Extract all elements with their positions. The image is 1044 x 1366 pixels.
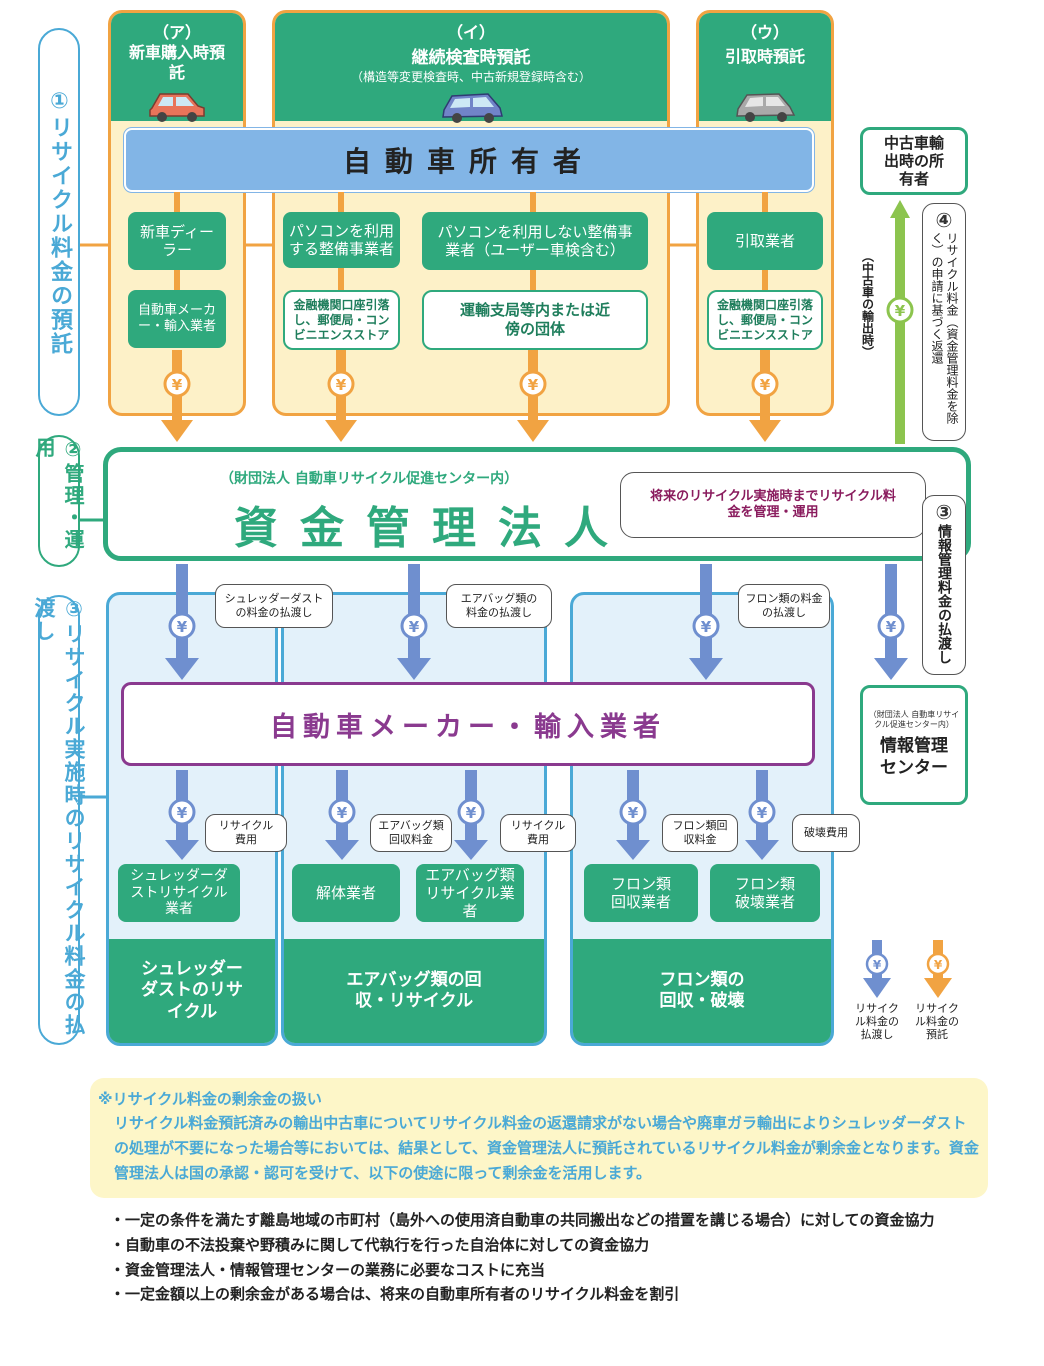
info-fee-text: 情報管理料金の払渡し [936,524,952,664]
bank-conveni-box-i: 金融機関口座引落し、郵便局・コンビニエンスストア [283,290,400,350]
column-i-header: （イ） 継続検査時預託 （構造等変更検査時、中古新規登録時含む） [275,13,667,121]
fund-management-small: （財団法人 自動車リサイクル促進センター内） [220,471,519,487]
legend-blue-label: リサイクル料金の払渡し [855,1002,899,1042]
refund-callout: ④ リサイクル料金（資金管理料金を除く）の申請に基づく返還 [922,203,966,441]
surplus-use-3: ・資金管理法人・情報管理センターの業務に必要なコストに充当 [110,1260,546,1279]
used-car-owner-box: 中古車輸出時の所有者 [860,127,968,195]
shredder-recycler-box: シュレッダーダストリサイクル業者 [118,864,240,922]
payout-side-text: ③リサイクル実施時のリサイクル料金の払渡し [32,597,86,1037]
used-car-owner-label: 中古車輸出時の所有者 [883,134,944,188]
owner-bar: 自動車所有者 [124,128,814,192]
callout-destroy-fee: 破壊費用 [792,814,860,852]
transport-bureau-box: 運輸支局等内または近傍の団体 [422,290,648,350]
svg-text:¥: ¥ [934,958,943,972]
svg-text:¥: ¥ [873,958,882,972]
refund-number: ④ [935,208,953,232]
refund-arrow: ¥ [886,200,914,444]
collector-box: 引取業者 [707,212,823,270]
column-a-title: 新車購入時預託 [128,43,225,82]
info-fee-number: ③ [935,500,953,524]
deposit-side-text: ①リサイクル料金の預託 [47,88,72,356]
dismantler-box: 解体業者 [292,864,400,922]
non-pc-maintenance-box: パソコンを利用しない整備事業者（ユーザー車検含む） [422,212,648,270]
surplus-use-4: ・一定金額以上の剰余金がある場合は、将来の自動車所有者のリサイクル料金を割引 [110,1285,680,1304]
new-car-dealer-box: 新車ディーラー [128,212,226,270]
deposit-side-label: ①リサイクル料金の預託 [38,28,80,416]
column-i-title: 継続検査時預託 [411,48,531,68]
column-a-mark: （ア） [152,23,201,42]
panel-freon-footer: フロン類の回収・破壊 [573,939,831,1043]
legend-orange-label: リサイクル料金の預託 [915,1002,959,1042]
management-side-label: ②管理・運用 [32,435,85,567]
callout-airbag-collect-fee: エアバッグ類回収料金 [370,814,452,852]
column-i-subtitle: （構造等変更検査時、中古新規登録時含む） [350,70,591,84]
callout-shredder-fee: シュレッダーダストの料金の払渡し [215,584,333,628]
callout-recycle-fee-1: リサイクル費用 [205,814,287,852]
legend-arrows: ¥ ¥ [863,940,952,998]
surplus-box: ※リサイクル料金の剰余金の扱い リサイクル料金預託済みの輸出中古車についてリサイ… [90,1078,988,1198]
surplus-uses-list: ・一定の条件を満たす離島地域の市町村（島外への使用済自動車の共同搬出などの措置を… [110,1208,1000,1307]
surplus-use-2: ・自動車の不法投棄や野積みに関して代執行を行った自治体に対しての資金協力 [110,1235,650,1254]
payout-side-label: ③リサイクル実施時のリサイクル料金の払渡し [32,595,86,1045]
svg-text:¥: ¥ [895,302,906,320]
fund-management-title: 資金管理法人 [234,503,630,554]
red-car-icon [149,93,205,122]
info-center-label: 情報管理センター [880,736,948,779]
callout-freon-fee: フロン類の料金の払渡し [738,584,830,628]
blue-car-icon [442,93,503,123]
export-time-label: （中古車の輸出時） [860,250,875,358]
maker-importer-box: 自動車メーカー・輸入業者 [128,290,226,348]
management-side-text: ②管理・運用 [32,437,85,551]
freon-collector-box: フロン類回収業者 [584,864,698,922]
column-u-mark: （ウ） [740,23,789,42]
callout-recycle-fee-2: リサイクル費用 [500,814,576,852]
owner-label: 自動車所有者 [342,145,595,178]
info-center-box: （財団法人 自動車リサイクル促進センター内） 情報管理センター [860,685,968,805]
maker-importer-bar: 自動車メーカー・輸入業者 [121,682,815,766]
surplus-title: ※リサイクル料金の剰余金の扱い [98,1090,322,1108]
panel-shredder: シュレッダーダストのリサイクル [106,592,278,1046]
airbag-recycler-box: エアバッグ類リサイクル業者 [416,864,524,922]
column-u-title: 引取時預託 [724,47,805,66]
column-connectors [174,192,768,290]
freon-destroyer-box: フロン類破壊業者 [710,864,820,922]
panel-shredder-footer: シュレッダーダストのリサイクル [109,939,275,1043]
info-center-small: （財団法人 自動車リサイクル促進センター内） [868,710,960,729]
fund-management-box: （財団法人 自動車リサイクル促進センター内） 資金管理法人 将来のリサイクル実施… [103,447,971,561]
surplus-use-1: ・一定の条件を満たす離島地域の市町村（島外への使用済自動車の共同搬出などの措置を… [110,1211,935,1229]
gray-car-icon [736,93,796,122]
refund-text: リサイクル料金（資金管理料金を除く）の申請に基づく返還 [930,232,959,424]
fund-management-note: 将来のリサイクル実施時までリサイクル料金を管理・運用 [620,472,926,538]
callout-freon-collect-fee: フロン類回収料金 [662,814,738,852]
info-fee-callout: ③ 情報管理料金の払渡し [922,495,966,675]
maker-importer-label: 自動車メーカー・輸入業者 [270,711,666,743]
column-u-header: （ウ） 引取時預託 [699,13,831,121]
pc-maintenance-box: パソコンを利用する整備事業者 [283,212,400,268]
bank-conveni-box-u: 金融機関口座引落し、郵便局・コンビニエンスストア [707,290,823,350]
panel-airbag-footer: エアバッグ類の回収・リサイクル [284,939,544,1043]
column-i-mark: （イ） [446,23,495,42]
callout-airbag-fee: エアバッグ類の料金の払渡し [446,584,552,628]
surplus-body: リサイクル料金預託済みの輸出中古車についてリサイクル料金の返還請求がない場合や廃… [114,1114,979,1183]
